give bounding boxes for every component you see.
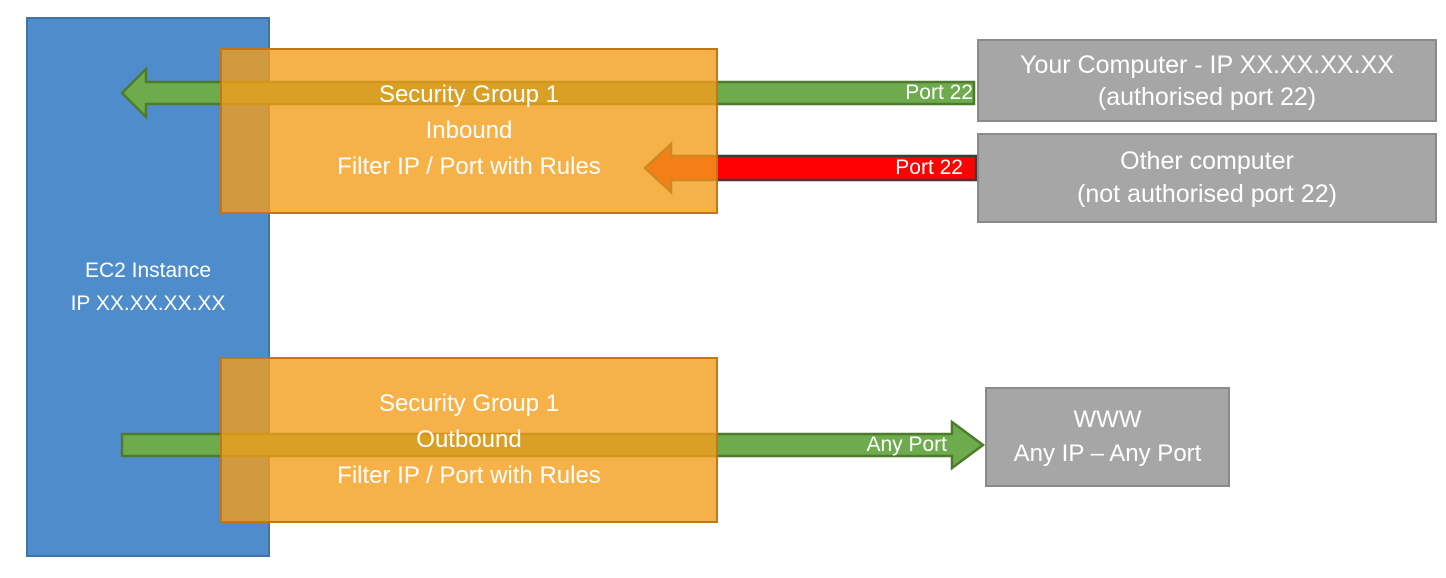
- your-computer-title: Your Computer - IP XX.XX.XX.XX: [1020, 50, 1394, 79]
- outbound-port-label: Any Port: [866, 433, 947, 456]
- other-computer-box: Other computer (not authorised port 22): [977, 133, 1437, 223]
- ec2-instance-ip: IP XX.XX.XX.XX: [70, 292, 226, 315]
- security-group-outbound-box: Security Group 1 Outbound Filter IP / Po…: [220, 357, 718, 523]
- www-note: Any IP – Any Port: [1013, 440, 1202, 467]
- sg-outbound-description: Filter IP / Port with Rules: [337, 462, 601, 489]
- sg-inbound-description: Filter IP / Port with Rules: [337, 153, 601, 180]
- other-computer-title: Other computer: [1120, 147, 1294, 175]
- sg-outbound-direction: Outbound: [416, 426, 522, 453]
- sg-inbound-title: Security Group 1: [378, 81, 560, 108]
- inbound-blocked-port-label: Port 22: [895, 156, 963, 179]
- inbound-allowed-port-label: Port 22: [905, 81, 973, 104]
- www-box: WWW Any IP – Any Port: [985, 387, 1230, 487]
- www-title: WWW: [1073, 406, 1142, 433]
- sg-inbound-direction: Inbound: [425, 117, 513, 144]
- your-computer-box: Your Computer - IP XX.XX.XX.XX (authoris…: [977, 39, 1437, 122]
- security-group-inbound-box: Security Group 1 Inbound Filter IP / Por…: [220, 48, 718, 214]
- your-computer-note: (authorised port 22): [1097, 82, 1317, 111]
- ec2-instance-name: EC2 Instance: [84, 259, 212, 282]
- other-computer-note: (not authorised port 22): [1077, 180, 1337, 208]
- sg-outbound-title: Security Group 1: [378, 390, 560, 417]
